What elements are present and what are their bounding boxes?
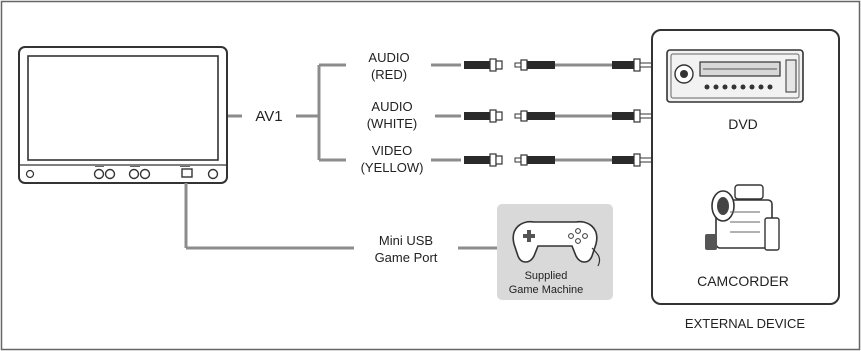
usb-wiring: [184, 183, 502, 250]
external-device-label: EXTERNAL DEVICE: [685, 316, 805, 331]
camcorder-icon: [705, 184, 780, 251]
usb-label-line1: Mini USB: [379, 233, 433, 248]
rca-plug-icon: [611, 58, 653, 72]
rca-plug-icon: [463, 58, 503, 72]
dvd-player-icon: [666, 49, 804, 103]
camcorder-label: CAMCORDER: [697, 273, 789, 289]
av-wiring: [228, 63, 618, 162]
audio-red-label-line2: (RED): [371, 67, 407, 82]
audio-red-label-line1: AUDIO: [368, 50, 409, 65]
rca-plug-icon: [463, 109, 503, 123]
rca-plug-icon: [611, 153, 653, 167]
rca-plug-icon: [463, 153, 503, 167]
av1-label: AV1: [255, 108, 282, 125]
video-yellow-label-line1: VIDEO: [372, 143, 412, 158]
rca-plug-icon: [514, 59, 556, 71]
rca-plug-icon: [514, 154, 556, 166]
game-machine-label-line2: Game Machine: [509, 284, 584, 296]
gamepad-icon: [512, 220, 601, 267]
usb-port-icon: [181, 168, 193, 178]
audio-white-label-line1: AUDIO: [371, 99, 412, 114]
rca-plug-icon: [514, 110, 556, 122]
audio-white-label-line2: (WHITE): [367, 116, 418, 131]
dvd-label: DVD: [728, 116, 758, 132]
game-machine-label-line1: Supplied: [525, 270, 568, 282]
monitor: [18, 46, 228, 184]
usb-label-line2: Game Port: [375, 250, 438, 265]
video-yellow-label-line2: (YELLOW): [361, 160, 424, 175]
rca-plug-icon: [611, 109, 653, 123]
